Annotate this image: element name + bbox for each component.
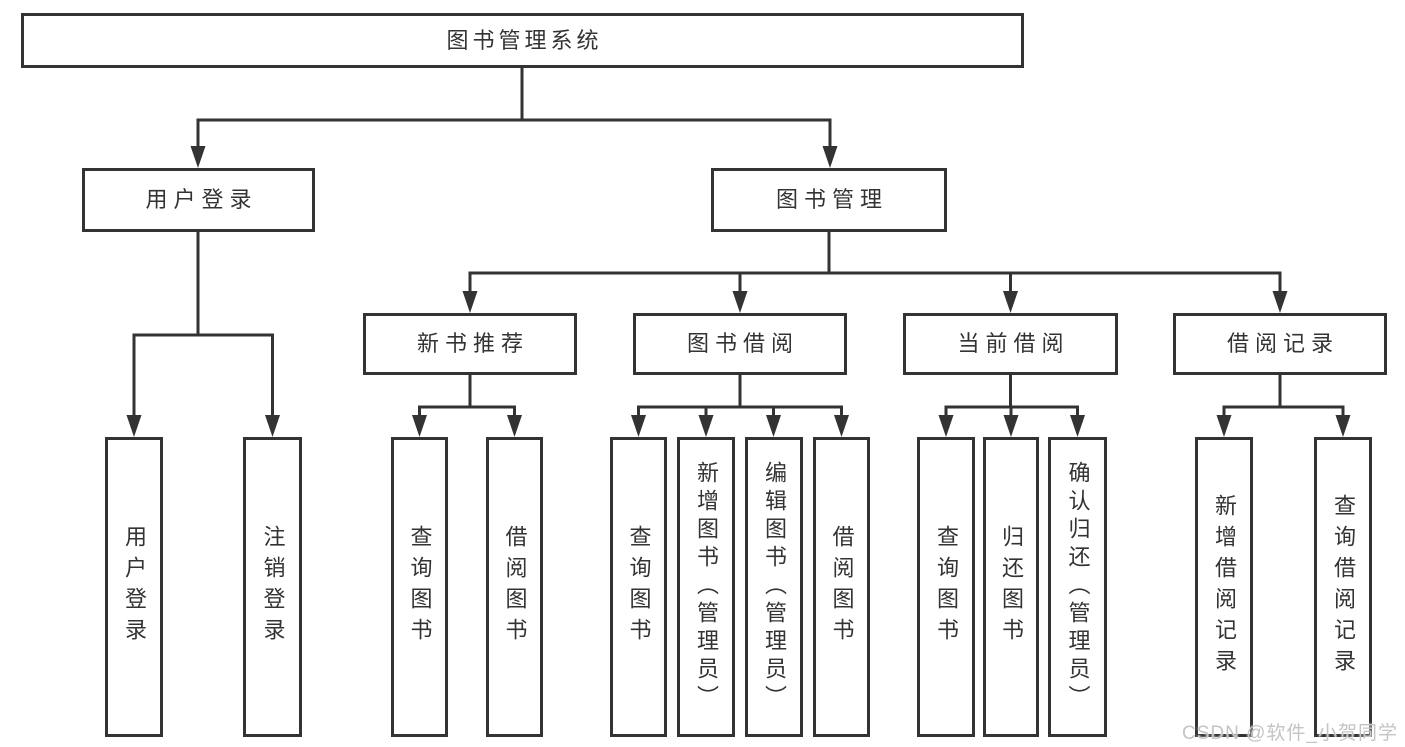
node-user-login: 用户登录 — [82, 168, 315, 232]
connector-borrow-records-split — [1222, 375, 1345, 419]
arrowhead — [698, 415, 714, 437]
arrowhead — [412, 415, 427, 437]
arrowhead — [834, 415, 849, 437]
watermark: CSDN @软件_小贺同学 — [1182, 723, 1398, 744]
arrowhead — [126, 415, 142, 437]
arrowhead — [462, 291, 478, 313]
arrowhead — [631, 415, 646, 437]
connector-user-login-split — [132, 232, 274, 419]
arrowhead — [1003, 415, 1019, 437]
arrowhead — [1003, 291, 1018, 313]
node-current-borrow: 当前借阅 — [903, 313, 1118, 375]
arrowhead — [265, 415, 280, 437]
arrowhead — [732, 291, 748, 313]
arrowhead — [822, 146, 838, 168]
node-book-management: 图书管理 — [711, 168, 947, 232]
node-root: 图书管理系统 — [21, 13, 1024, 68]
arrowhead — [1335, 415, 1351, 437]
leaf-confirm-return-admin: 确认归还（管理员） — [1048, 437, 1107, 737]
leaf-logout: 注销登录 — [243, 437, 302, 737]
leaf-add-book-admin: 新增图书（管理员） — [677, 437, 735, 737]
node-book-borrow: 图书借阅 — [633, 313, 847, 375]
arrowhead — [938, 415, 954, 437]
connector-root-split — [196, 68, 832, 150]
arrowhead — [190, 146, 206, 168]
arrowhead — [1070, 415, 1085, 437]
arrowhead — [507, 415, 522, 437]
leaf-query-borrow-record: 查询借阅记录 — [1314, 437, 1372, 737]
leaf-borrow-books-recommend: 借阅图书 — [486, 437, 543, 737]
connector-book-borrow-split — [637, 375, 843, 419]
leaf-query-books-current: 查询图书 — [917, 437, 975, 737]
leaf-user-login: 用户登录 — [105, 437, 163, 737]
connector-current-borrow-split — [944, 375, 1079, 419]
arrowhead — [766, 415, 781, 437]
leaf-add-borrow-record: 新增借阅记录 — [1195, 437, 1253, 737]
connector-new-book-split — [418, 375, 516, 419]
arrowhead — [1272, 291, 1288, 313]
leaf-query-books-recommend: 查询图书 — [391, 437, 448, 737]
node-new-book-recommend: 新书推荐 — [363, 313, 577, 375]
leaf-return-books: 归还图书 — [983, 437, 1039, 737]
leaf-query-books-borrow: 查询图书 — [610, 437, 667, 737]
leaf-edit-book-admin: 编辑图书（管理员） — [745, 437, 803, 737]
leaf-borrow-books: 借阅图书 — [813, 437, 870, 737]
connector-book-mgmt-split — [468, 232, 1282, 295]
node-borrow-records: 借阅记录 — [1173, 313, 1387, 375]
arrowhead — [1216, 415, 1232, 437]
